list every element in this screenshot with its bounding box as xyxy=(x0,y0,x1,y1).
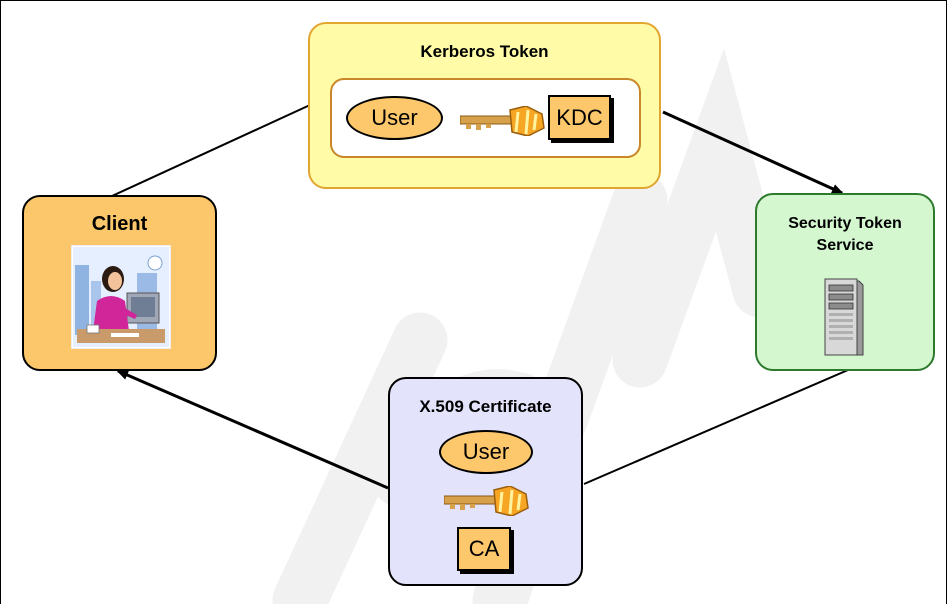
client-title: Client xyxy=(91,213,148,235)
connector-client-kerberos xyxy=(111,104,311,197)
client-box: Client xyxy=(22,195,217,371)
key-icon xyxy=(443,485,534,521)
arrow-kerberos-sts xyxy=(662,110,844,195)
sts-title-line1: Security Token xyxy=(788,215,902,232)
key-icon xyxy=(459,105,550,141)
connector-sts-x509 xyxy=(583,369,849,485)
ca-box: CA xyxy=(457,527,511,571)
x509-certificate-title: X.509 Certificate xyxy=(419,397,552,416)
kerberos-token-box: Kerberos Token User KDC xyxy=(308,22,661,189)
kerberos-token-title: Kerberos Token xyxy=(420,42,549,61)
arrow-x509-client xyxy=(116,369,389,490)
x509-user-oval: User xyxy=(439,430,533,474)
woman-at-computer-illustration xyxy=(70,244,172,354)
x509-certificate-box: X.509 Certificate User CA xyxy=(388,377,583,586)
server-tower-icon xyxy=(821,277,865,362)
kdc-box: KDC xyxy=(548,95,611,140)
kerberos-user-oval: User xyxy=(346,96,443,140)
security-token-service-box: Security Token Service xyxy=(755,193,935,371)
sts-title-line2: Service xyxy=(816,237,874,254)
